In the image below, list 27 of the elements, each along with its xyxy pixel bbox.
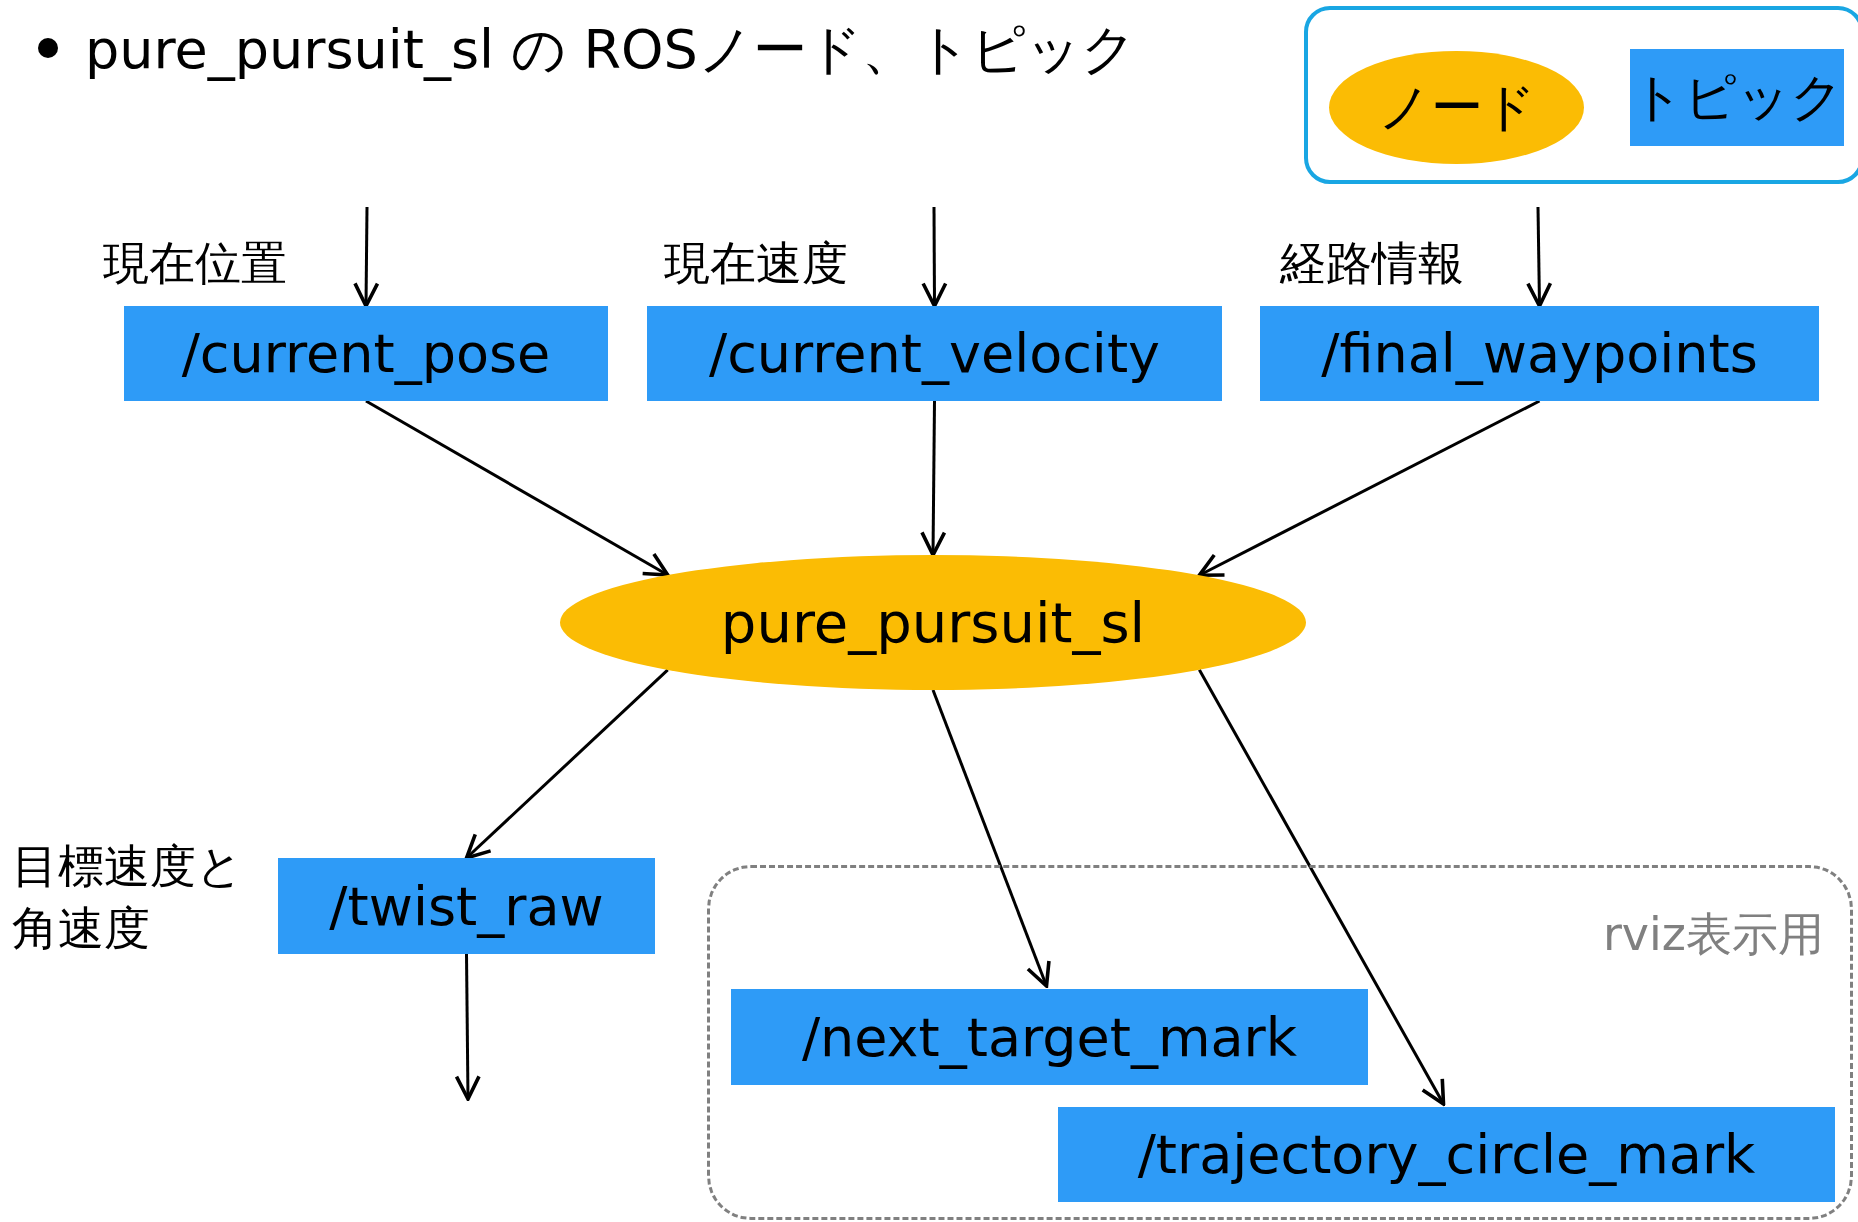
topic-box: /twist_raw — [278, 858, 655, 954]
arrow — [920, 401, 947, 557]
group-title: rviz表示用 — [1602, 906, 1824, 963]
arrow — [921, 207, 948, 308]
topic-box: /final_waypoints — [1260, 306, 1819, 401]
arrow — [454, 954, 481, 1101]
title: pure_pursuit_sl の ROSノード、トピック — [85, 17, 1136, 83]
arrow — [1197, 399, 1541, 578]
node-caption: 目標速度と角速度 — [12, 838, 244, 957]
arrow — [1198, 669, 1446, 1106]
arrow — [365, 399, 670, 577]
legend-box — [1304, 6, 1858, 184]
group-box — [707, 865, 1853, 1220]
node-ellipse: pure_pursuit_sl — [560, 555, 1306, 690]
topic-box: /current_pose — [124, 306, 608, 401]
node-ellipse: ノード — [1329, 51, 1584, 164]
edge-label: 経路情報 — [1280, 235, 1464, 292]
topic-box: /current_velocity — [647, 306, 1222, 401]
edge-label: 現在速度 — [664, 235, 848, 292]
topic-box: トピック — [1630, 49, 1844, 146]
arrow — [1526, 206, 1553, 308]
arrow — [353, 207, 380, 308]
topic-box: /next_target_mark — [731, 989, 1368, 1085]
arrow — [931, 689, 1051, 988]
edge-label: 現在位置 — [103, 235, 287, 292]
topic-box: /trajectory_circle_mark — [1058, 1107, 1835, 1202]
arrow — [464, 668, 669, 860]
